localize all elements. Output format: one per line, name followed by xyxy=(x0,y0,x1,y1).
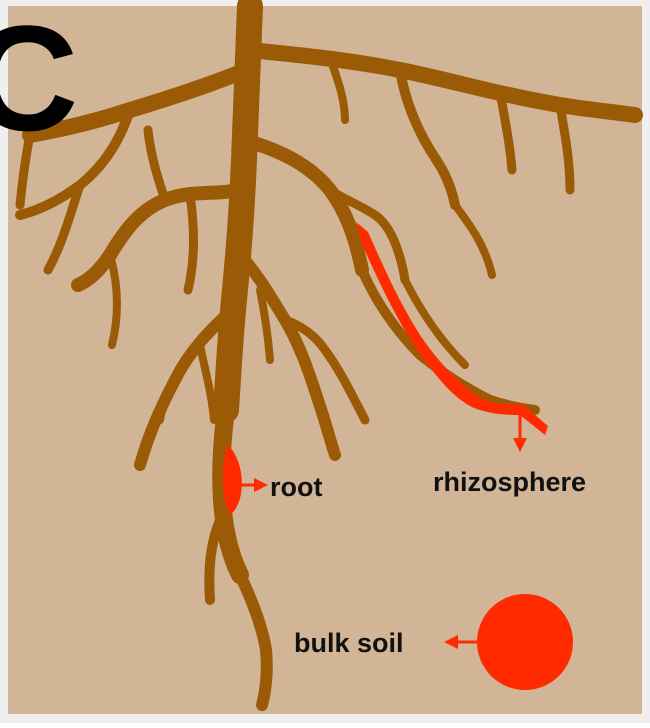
bulk-soil-circle xyxy=(477,594,573,690)
rhizosphere-label: rhizosphere xyxy=(433,467,586,497)
root-label: root xyxy=(270,472,322,502)
bulk-soil-label: bulk soil xyxy=(294,628,404,658)
partial-title-glyph: C xyxy=(0,0,78,162)
